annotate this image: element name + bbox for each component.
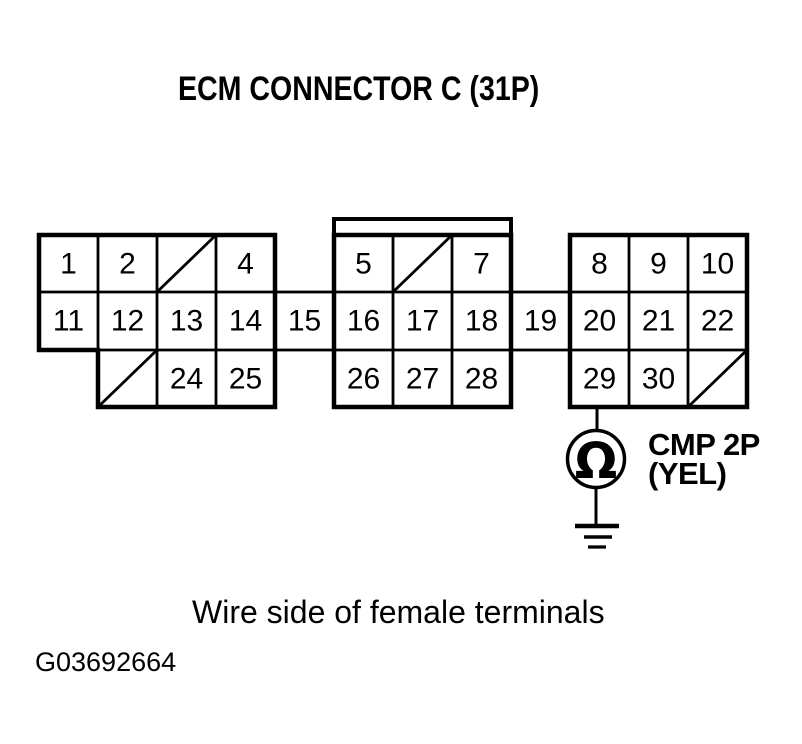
pin-25-label: 25 — [229, 363, 262, 396]
pin-9-label: 9 — [650, 248, 667, 281]
pin-2-label: 2 — [119, 248, 136, 281]
ohm-icon: Ω — [575, 432, 618, 490]
ohmmeter-symbol: Ω CMP 2P (YEL) — [565, 407, 760, 549]
left-block-gridlines — [39, 235, 275, 407]
ohmmeter-circle — [565, 428, 627, 490]
pin-28-label: 28 — [465, 363, 498, 396]
right-block-gridlines — [570, 235, 747, 407]
meter-label-line1: CMP 2P — [648, 427, 760, 462]
pin-18-label: 18 — [465, 305, 498, 338]
pin-4-label: 4 — [237, 248, 254, 281]
figure-id: G03692664 — [35, 647, 177, 677]
no-pin-diagonal-icon — [687, 348, 748, 409]
pin-15-label: 15 — [288, 305, 321, 338]
no-pin-diagonal-icon — [392, 233, 453, 294]
pin-26-label: 26 — [347, 363, 380, 396]
bridge-cell-19: 19 — [509, 290, 572, 352]
pin-19-label: 19 — [524, 305, 557, 338]
middle-connector-block: 5 7 16 17 18 26 27 28 — [331, 217, 514, 410]
pin-13-label: 13 — [170, 305, 203, 338]
diagram-title: ECM CONNECTOR C (31P) — [178, 70, 540, 108]
pin-24-label: 24 — [170, 363, 203, 396]
right-connector-block: 8 9 10 20 21 22 29 30 — [567, 232, 750, 410]
pin-10-label: 10 — [701, 248, 734, 281]
left-connector-block: 1 2 4 11 12 13 14 24 25 — [36, 232, 278, 410]
middle-block-top-bar — [332, 217, 513, 237]
meter-label-line2: (YEL) — [648, 456, 726, 491]
ground-icon — [575, 523, 619, 549]
pin-20-label: 20 — [583, 305, 616, 338]
pin-5-label: 5 — [355, 248, 372, 281]
no-pin-diagonal-icon — [97, 348, 158, 409]
pin-21-label: 21 — [642, 305, 675, 338]
pin-11-label: 11 — [53, 305, 84, 338]
pin-1-label: 1 — [60, 248, 77, 281]
middle-block-gridlines — [334, 235, 511, 407]
pin-29-label: 29 — [583, 363, 616, 396]
pin-30-label: 30 — [642, 363, 675, 396]
right-block-outline — [567, 232, 750, 410]
pin-14-label: 14 — [229, 305, 262, 338]
caption-wire-side: Wire side of female terminals — [192, 594, 605, 630]
pin-12-label: 12 — [111, 305, 144, 338]
pin-16-label: 16 — [347, 305, 380, 338]
pin-27-label: 27 — [406, 363, 439, 396]
pin-22-label: 22 — [701, 305, 734, 338]
pin-7-label: 7 — [473, 248, 490, 281]
pin-8-label: 8 — [591, 248, 608, 281]
no-pin-diagonal-icon — [156, 233, 217, 294]
pin-17-label: 17 — [406, 305, 439, 338]
bridge-cell-15: 15 — [273, 290, 336, 352]
